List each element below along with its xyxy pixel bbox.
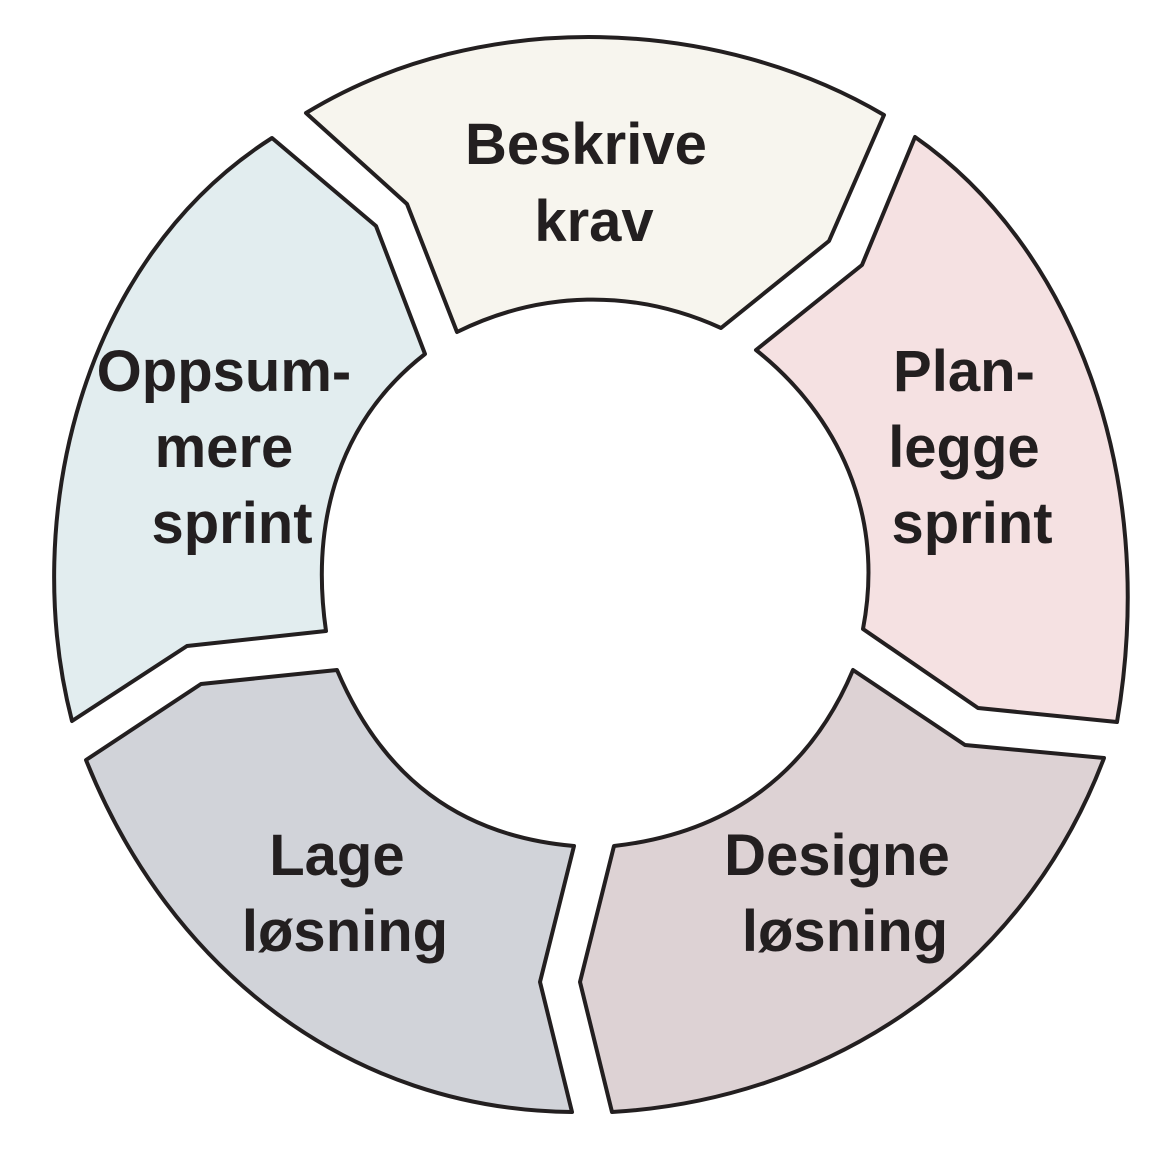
label-plan: Plan- bbox=[893, 339, 1035, 404]
label-beskrive: Beskrive bbox=[465, 112, 707, 177]
label-krav: krav bbox=[534, 189, 653, 254]
svg-text:Oppsum- mere sprin: Oppsum- mere sprint bbox=[97, 339, 368, 556]
segment-oppsummere-sprint bbox=[52, 136, 427, 723]
stage-lage-losning: Lage løsning bbox=[84, 668, 576, 1114]
label-mere: mere bbox=[155, 415, 294, 480]
segment-lage-losning bbox=[84, 668, 576, 1114]
label-designe: Designe bbox=[724, 823, 950, 888]
label-oppsum: Oppsum- bbox=[97, 339, 352, 404]
label-losning-right: løsning bbox=[742, 899, 948, 964]
svg-text:Lage løsning: Lage løsning bbox=[242, 823, 448, 964]
segment-designe-losning bbox=[578, 668, 1106, 1114]
label-losning-left: løsning bbox=[242, 899, 448, 964]
svg-text:Plan- legge sprint: Plan- legge sprint bbox=[888, 339, 1056, 556]
svg-text:Designe løsning: Designe løsning bbox=[724, 823, 966, 964]
svg-text:Beskrive krav: Beskrive krav bbox=[465, 112, 723, 254]
label-lage: Lage bbox=[269, 823, 404, 888]
segment-planlegge-sprint bbox=[754, 135, 1130, 724]
stage-planlegge-sprint: Plan- legge sprint bbox=[754, 135, 1130, 724]
segment-beskrive-krav bbox=[304, 35, 886, 334]
label-sprint-left: sprint bbox=[151, 491, 312, 556]
label-sprint-right: sprint bbox=[891, 491, 1052, 556]
label-legge: legge bbox=[888, 415, 1040, 480]
stage-oppsummere-sprint: Oppsum- mere sprint bbox=[52, 136, 427, 723]
stage-beskrive-krav: Beskrive krav bbox=[304, 35, 886, 334]
stage-designe-losning: Designe løsning bbox=[578, 668, 1106, 1114]
